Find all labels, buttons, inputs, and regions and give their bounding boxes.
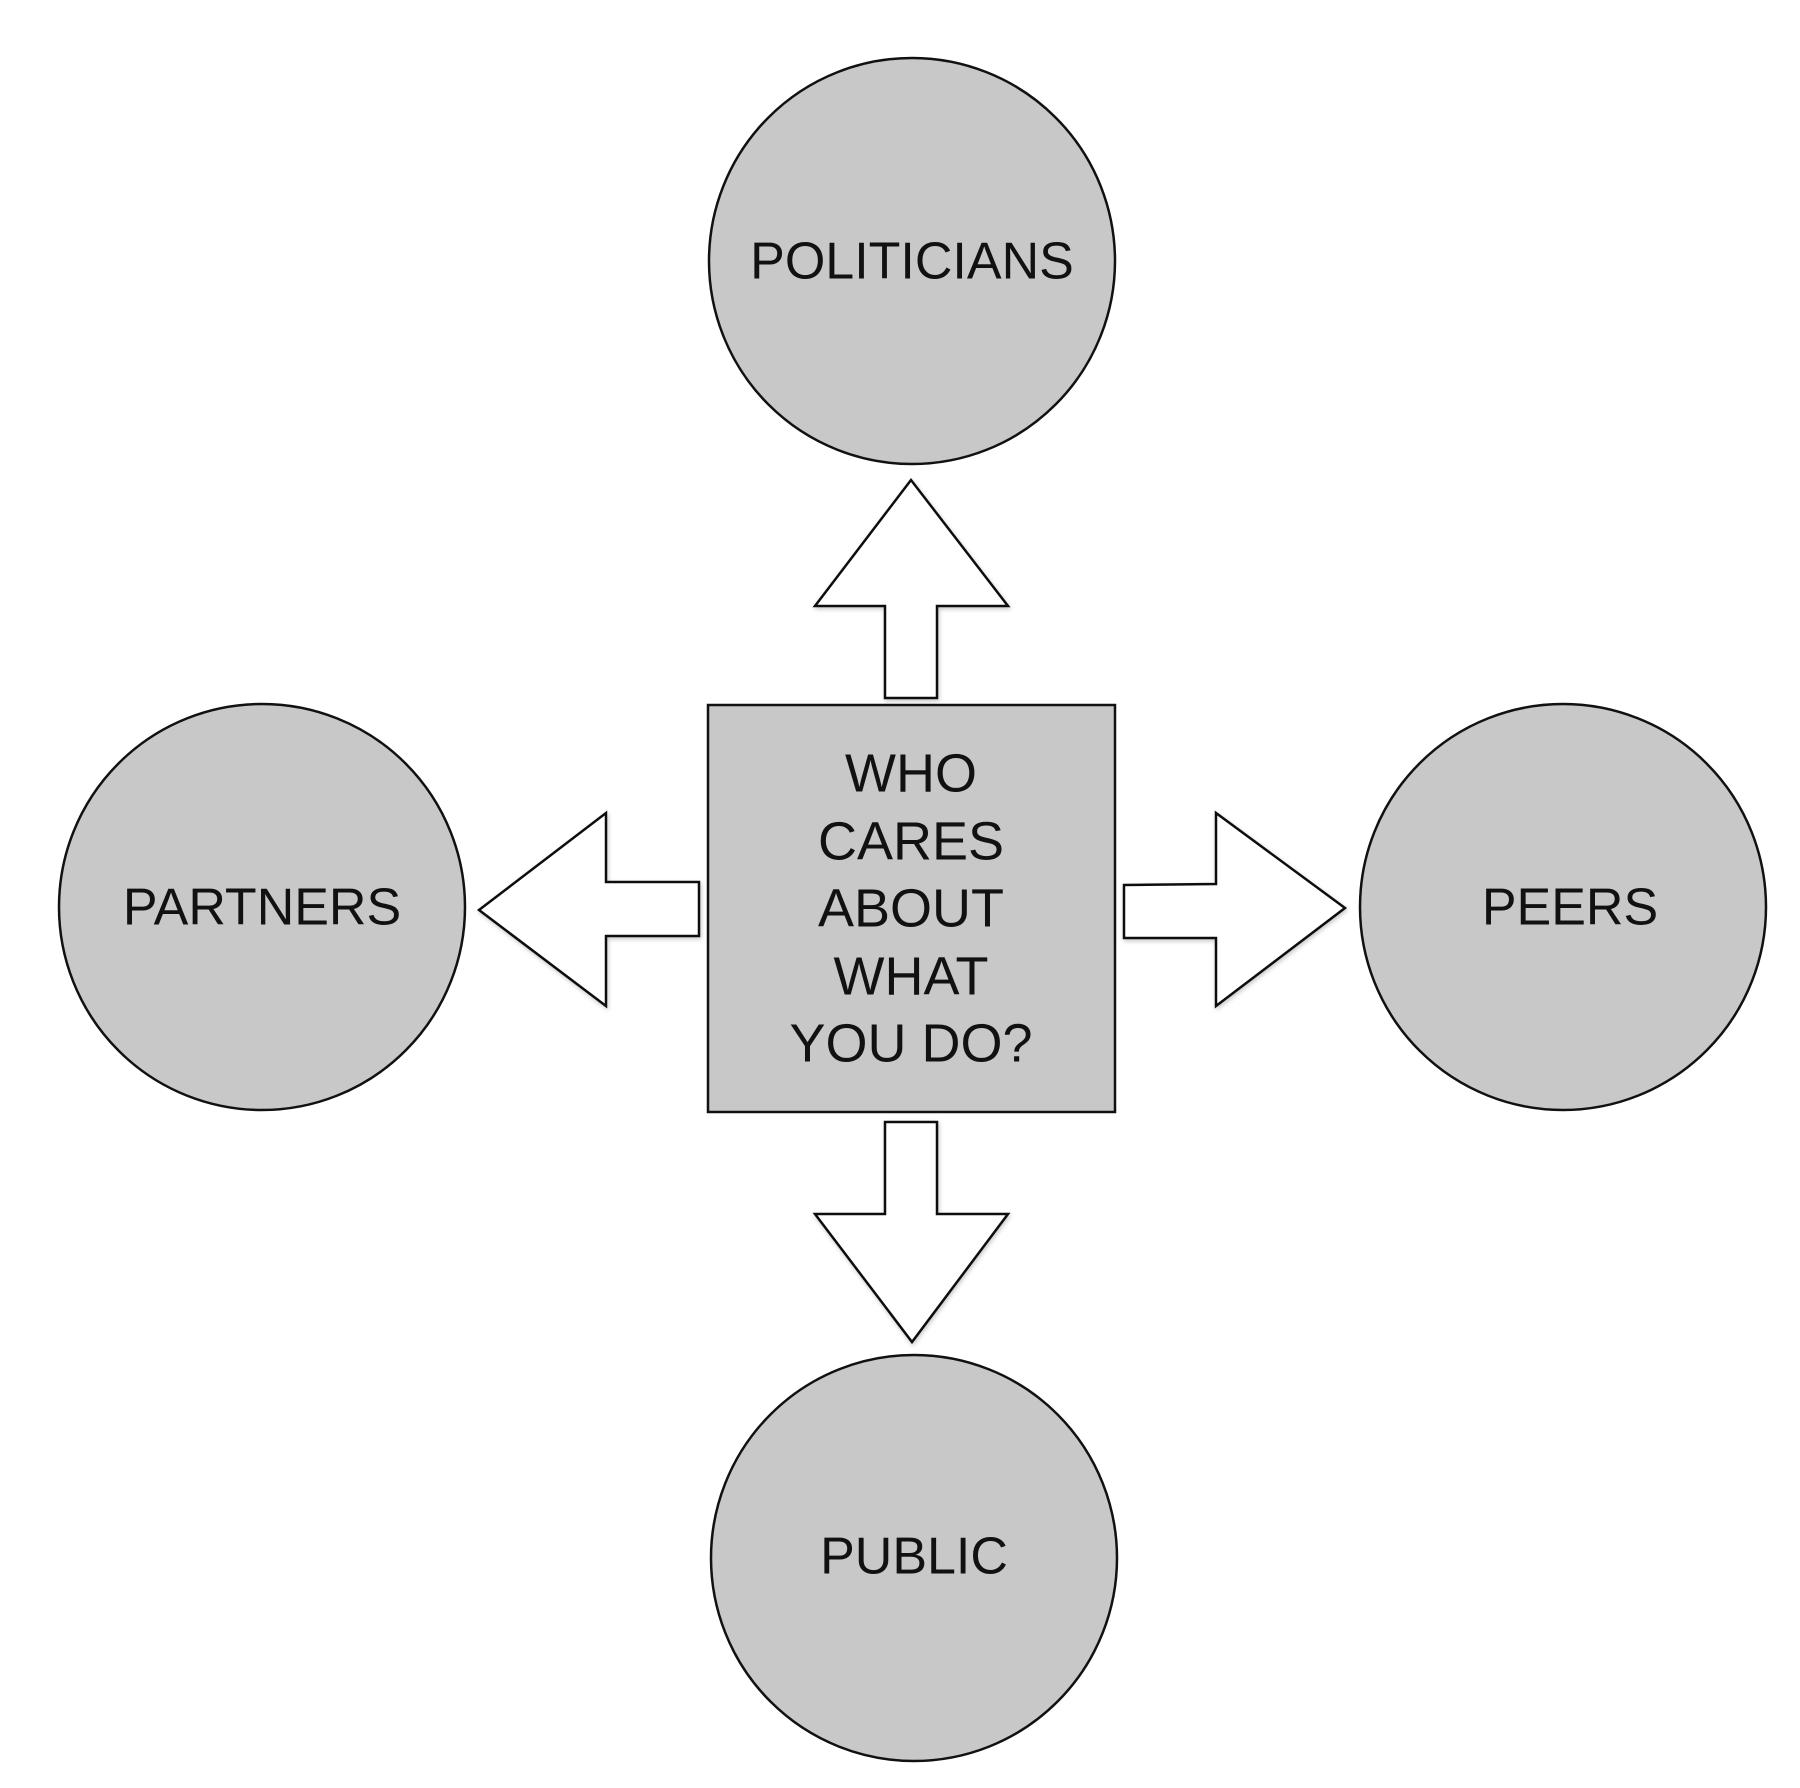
node-peers-label: PEERS <box>1482 879 1658 937</box>
arrow-left <box>476 810 701 1009</box>
node-public-circle <box>709 1353 1119 1763</box>
node-politicians-circle <box>707 56 1117 466</box>
arrow-down <box>812 1120 1011 1345</box>
center-question-line: YOU DO? <box>789 1013 1032 1073</box>
center-question-line: ABOUT <box>818 878 1004 938</box>
node-peers-circle <box>1358 702 1768 1112</box>
node-politicians-label: POLITICIANS <box>750 233 1074 291</box>
node-partners-circle <box>57 702 467 1112</box>
center-question-line: CARES <box>818 811 1004 871</box>
arrow-up <box>812 477 1011 700</box>
center-question-line: WHO <box>845 743 977 803</box>
node-public-label: PUBLIC <box>820 1528 1008 1586</box>
arrow-right <box>1122 810 1348 1009</box>
center-question-box <box>706 703 1117 1114</box>
center-question-line: WHAT <box>834 946 989 1006</box>
node-partners-label: PARTNERS <box>123 879 401 937</box>
